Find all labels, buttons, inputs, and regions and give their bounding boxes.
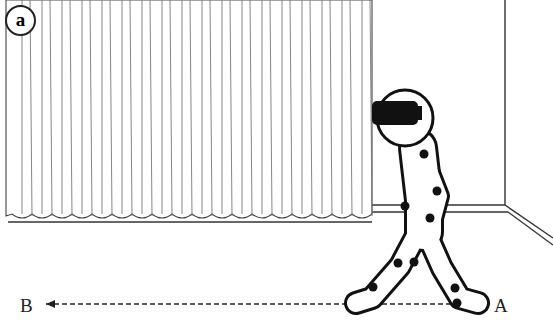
curtain-fold xyxy=(182,0,192,216)
endpoint-label: B xyxy=(20,296,33,315)
panel-letter-circle: a xyxy=(5,5,36,36)
curtain-fold xyxy=(282,0,292,216)
motion-markers xyxy=(369,150,462,308)
curtain-fold xyxy=(222,0,232,216)
panel-letter: a xyxy=(16,10,26,29)
curtain-fold xyxy=(362,0,372,216)
curtain-fold xyxy=(62,0,72,216)
walk-path-arrow xyxy=(46,300,486,308)
curtain-fold xyxy=(142,0,152,216)
curtain-fold xyxy=(322,0,332,216)
curtain-fold xyxy=(242,0,252,216)
curtain-fold xyxy=(302,0,312,216)
curtain-fold xyxy=(82,0,92,216)
curtain-fold xyxy=(102,0,112,216)
curtain-fold xyxy=(262,0,272,216)
walking-person xyxy=(356,90,478,308)
curtain-fold xyxy=(202,0,212,216)
curtain xyxy=(6,0,372,218)
curtain-fold xyxy=(342,0,352,216)
curtain-fold xyxy=(122,0,132,216)
curtain-fold xyxy=(162,0,172,216)
endpoint-label: A xyxy=(494,296,508,315)
curtain-fold xyxy=(42,0,52,216)
